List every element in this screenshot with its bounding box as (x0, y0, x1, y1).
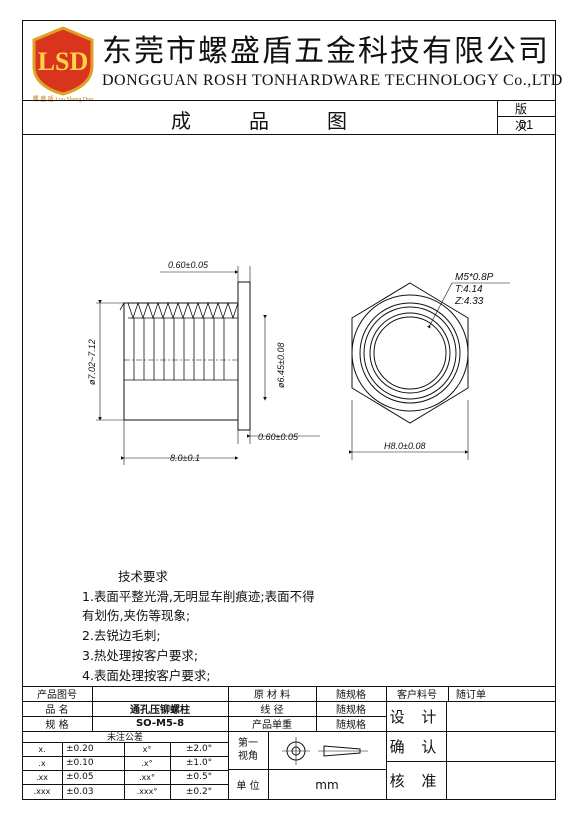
revision-label: 版 次 (514, 102, 537, 133)
revision-divider (497, 100, 498, 134)
wire-label: 线 径 (260, 705, 284, 716)
projection-symbol-icon (282, 737, 368, 765)
revision-value: 01 (518, 117, 534, 132)
tol-row1-c: x° (142, 744, 152, 754)
tol-row3-c: .xx° (138, 772, 155, 782)
dim-length: 8.0±0.1 (170, 453, 200, 463)
tolerance-title: 未注公差 (106, 733, 143, 743)
tol-row4-c: .xxx° (136, 787, 158, 796)
product-no-label: 产品图号 (37, 690, 77, 701)
requirement-line-2: 有划伤,夹伤等现象; (82, 608, 191, 623)
wire-value: 随规格 (336, 705, 366, 716)
review-label: 核 准 (389, 772, 443, 790)
requirement-line-3: 2.去锐边毛刺; (82, 628, 161, 643)
header-divider (22, 100, 556, 101)
logo-letters: LSD (38, 47, 89, 76)
title-char-3: 图 (327, 108, 347, 133)
requirement-line-5: 4.表面处理按客户要求; (82, 668, 211, 683)
tol-row3-a: .xx (35, 772, 48, 782)
tol-row4-b: ±0.03 (66, 786, 94, 797)
dim-flange-top: 0.60±0.05 (168, 260, 209, 270)
company-name-en: DONGGUAN ROSH TONHARDWARE TECHNOLOGY Co.… (102, 72, 563, 89)
dim-thread-z: Z:4.33 (454, 296, 484, 307)
side-view (96, 266, 320, 465)
customer-no-label: 客户料号 (397, 690, 437, 701)
tol-row1-d: ±2.0° (185, 744, 213, 754)
dim-flange-bottom: 0.60±0.05 (258, 432, 299, 442)
weight-label: 产品单重 (252, 720, 292, 731)
dim-hex: H8.0±0.08 (384, 441, 425, 451)
tol-row1-b: ±0.20 (66, 744, 94, 754)
spec-value: SO-M5-8 (135, 718, 185, 729)
design-label: 设 计 (389, 707, 443, 726)
unit-label: 单 位 (236, 781, 260, 792)
title-char-1: 成 (171, 108, 191, 133)
unit-value: mm (315, 777, 339, 792)
requirement-line-1: 1.表面平整光滑,无明显车削痕迹;表面不得 (82, 589, 315, 604)
confirm-label: 确 认 (389, 737, 443, 756)
dim-shank-dia: ø6.45±0.08 (276, 343, 286, 388)
drawing-frame (22, 20, 556, 800)
title-divider (22, 134, 556, 135)
material-label: 原 材 料 (253, 690, 291, 701)
revision-row-divider (497, 116, 556, 117)
dim-thread: M5*0.8P (455, 272, 494, 283)
dim-thread-t: T:4.14 (455, 284, 483, 295)
tol-row4-a: .xxx (33, 787, 51, 796)
name-label: 品 名 (45, 705, 69, 716)
customer-no-value: 随订单 (456, 690, 486, 701)
tol-row1-a: x. (38, 744, 46, 754)
spec-label: 规 格 (45, 720, 69, 731)
projection-label: 第一 视角 (238, 738, 258, 762)
name-value: 通孔压铆螺柱 (130, 705, 190, 716)
dim-knurl-dia: ø7.02~7.12 (87, 339, 97, 385)
tol-row2-c: .x° (141, 758, 153, 768)
material-value: 随规格 (336, 690, 366, 701)
weight-value: 随规格 (336, 720, 366, 731)
tol-row3-b: ±0.05 (66, 772, 94, 782)
tol-row2-b: ±0.10 (66, 758, 94, 768)
drawing-title: 成 品 图 (22, 104, 496, 134)
front-view (349, 282, 510, 460)
requirements-title: 技术要求 (118, 569, 169, 584)
requirement-line-4: 3.热处理按客户要求; (82, 648, 199, 663)
product-no-value (92, 686, 228, 701)
company-logo: LSD (28, 26, 98, 98)
tol-row3-d: ±0.5° (185, 772, 213, 782)
tol-row4-d: ±0.2° (185, 786, 213, 797)
company-name-cn: 东莞市螺盛盾五金科技有限公司 (102, 34, 550, 69)
tol-row2-a: .x (38, 758, 46, 768)
tol-row2-d: ±1.0° (185, 758, 213, 768)
title-char-2: 品 (249, 108, 269, 133)
